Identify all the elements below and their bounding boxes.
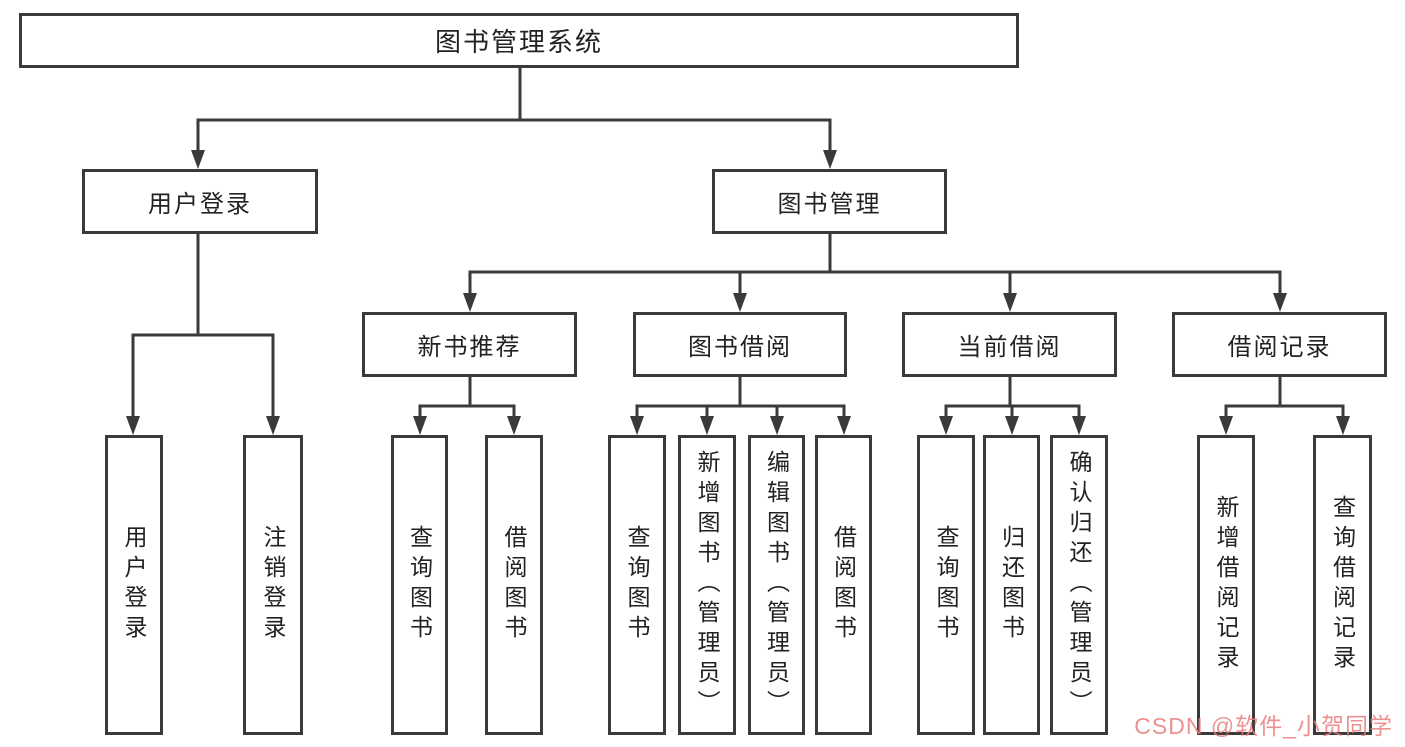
node-new-book-recommend: 新书推荐 <box>362 312 577 377</box>
node-book-borrow: 图书借阅 <box>633 312 847 377</box>
node-nbr-query-books: 查询图书 <box>391 435 448 735</box>
node-bb-edit-books-admin: 编辑图书（管理员） <box>748 435 805 735</box>
node-cb-confirm-return-admin: 确认归还（管理员） <box>1050 435 1108 735</box>
csdn-watermark: CSDN @软件_小贺同学 <box>1134 713 1393 739</box>
node-bb-add-books-admin: 新增图书（管理员） <box>678 435 736 735</box>
node-user-login: 用户登录 <box>82 169 318 234</box>
node-nbr-borrow-books: 借阅图书 <box>485 435 543 735</box>
node-book-management: 图书管理 <box>712 169 947 234</box>
node-bb-query-books: 查询图书 <box>608 435 666 735</box>
node-root: 图书管理系统 <box>19 13 1019 68</box>
node-bb-borrow-books: 借阅图书 <box>815 435 872 735</box>
node-user-login-leaf: 用户登录 <box>105 435 163 735</box>
node-logout-leaf: 注销登录 <box>243 435 303 735</box>
node-borrow-records: 借阅记录 <box>1172 312 1387 377</box>
node-cb-return-books: 归还图书 <box>983 435 1040 735</box>
node-br-add-record: 新增借阅记录 <box>1197 435 1255 735</box>
node-current-borrow: 当前借阅 <box>902 312 1117 377</box>
node-cb-query-books: 查询图书 <box>917 435 975 735</box>
node-br-query-record: 查询借阅记录 <box>1313 435 1372 735</box>
